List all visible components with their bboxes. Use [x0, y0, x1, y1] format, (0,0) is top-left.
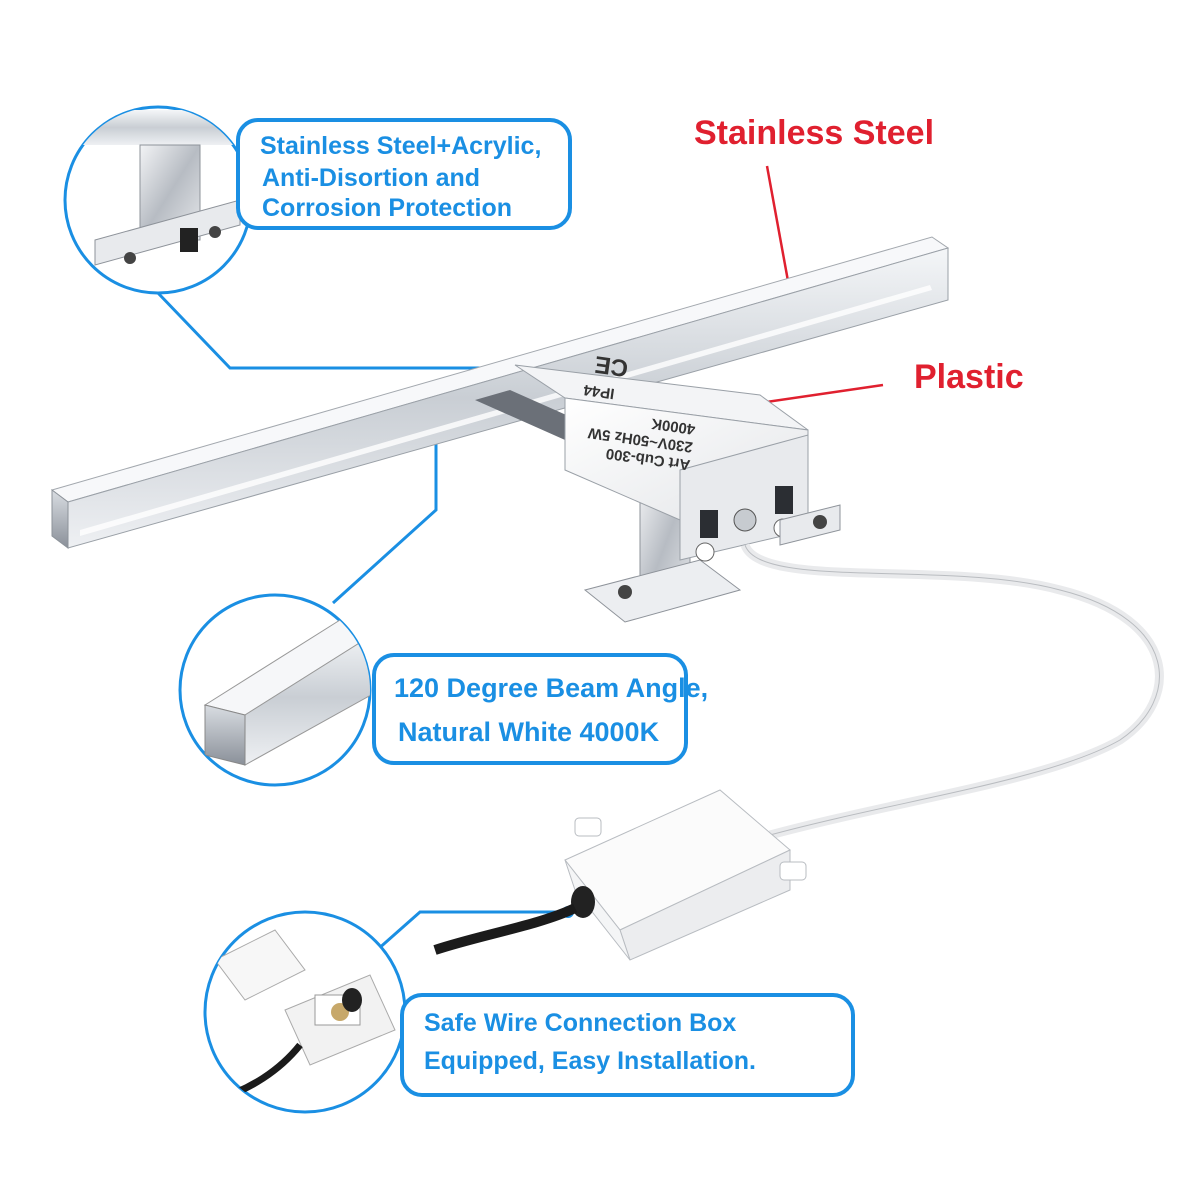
callout-box-line2: Equipped, Easy Installation.: [424, 1047, 757, 1075]
callout-materials-line1: Stainless Steel+Acrylic,: [260, 132, 542, 160]
callout-box-line1: Safe Wire Connection Box: [424, 1009, 737, 1037]
zoom-junction-circle: [203, 910, 407, 1114]
zoom-bar-end-circle: [178, 593, 372, 787]
label-stainless-steel: Stainless Steel: [694, 114, 935, 152]
callout-beam-line2: Natural White 4000K: [398, 717, 660, 747]
black-cable: [433, 903, 578, 955]
label-cct: 4000K: [650, 415, 696, 438]
label-ce: CE: [593, 350, 630, 381]
callout-materials: Stainless Steel+Acrylic, Anti-Disortion …: [236, 118, 572, 230]
zoom-bracket-circle: [63, 105, 253, 295]
callout-beam-line1: 120 Degree Beam Angle,: [394, 673, 709, 703]
callout-materials-line2: Anti-Disortion and: [262, 164, 481, 192]
callout-materials-line3: Corrosion Protection: [262, 194, 513, 222]
bracket: [475, 364, 841, 623]
white-cable: [740, 542, 1164, 840]
callout-beam-angle: 120 Degree Beam Angle, Natural White 400…: [372, 653, 708, 765]
label-plastic: Plastic: [914, 358, 1024, 396]
white-cable-edge: [744, 544, 1160, 836]
callout-connection-box: Safe Wire Connection Box Equipped, Easy …: [400, 993, 855, 1097]
junction-box: [564, 789, 807, 961]
label-ip: IP44: [582, 381, 616, 402]
